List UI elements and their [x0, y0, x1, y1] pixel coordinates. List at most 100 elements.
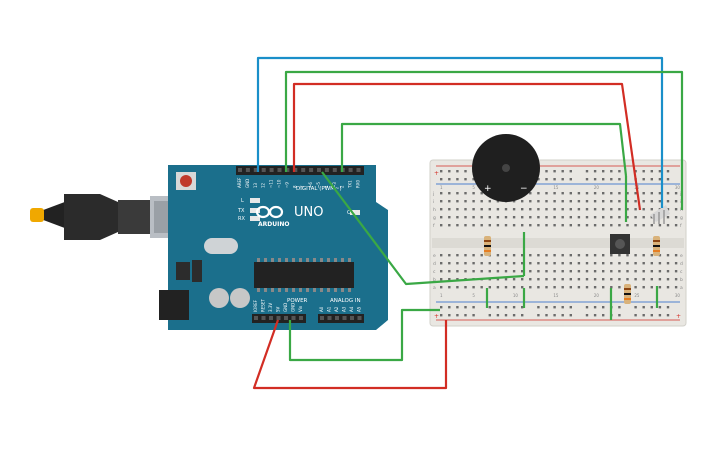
wire-blue[interactable]	[256, 56, 664, 208]
breadboard-hole[interactable]	[610, 208, 613, 211]
breadboard-hole[interactable]	[585, 270, 589, 273]
breadboard-hole[interactable]	[440, 278, 443, 281]
breadboard-hole[interactable]	[504, 270, 508, 273]
breadboard-hole[interactable]	[658, 224, 662, 227]
breadboard-hole[interactable]	[480, 208, 483, 211]
breadboard-hole[interactable]	[496, 224, 500, 227]
breadboard-hole[interactable]	[521, 208, 524, 211]
breadboard-hole[interactable]	[512, 224, 516, 227]
breadboard-hole[interactable]	[464, 286, 467, 289]
breadboard-hole[interactable]	[472, 286, 475, 289]
breadboard-hole[interactable]	[666, 216, 670, 219]
breadboard-hole[interactable]	[480, 286, 483, 289]
breadboard-hole[interactable]	[504, 306, 508, 309]
breadboard-hole[interactable]	[448, 254, 451, 257]
breadboard-hole[interactable]	[674, 270, 678, 273]
breadboard-hole[interactable]	[569, 192, 572, 195]
breadboard-hole[interactable]	[593, 200, 597, 203]
breadboard-hole[interactable]	[440, 192, 443, 195]
breadboard-hole[interactable]	[650, 306, 653, 309]
breadboard-hole[interactable]	[521, 262, 524, 265]
breadboard-hole[interactable]	[440, 314, 443, 317]
breadboard-hole[interactable]	[553, 254, 556, 257]
breadboard-hole[interactable]	[666, 270, 670, 273]
breadboard-hole[interactable]	[650, 314, 653, 317]
breadboard-hole[interactable]	[545, 270, 548, 273]
breadboard-hole[interactable]	[537, 216, 540, 219]
breadboard-hole[interactable]	[488, 270, 491, 273]
breadboard-hole[interactable]	[642, 314, 645, 317]
breadboard-hole[interactable]	[666, 262, 670, 265]
breadboard-hole[interactable]	[545, 200, 548, 203]
header-hole[interactable]	[285, 168, 290, 172]
breadboard-hole[interactable]	[472, 178, 475, 181]
breadboard-hole[interactable]	[569, 170, 572, 173]
breadboard-hole[interactable]	[634, 170, 637, 173]
breadboard-hole[interactable]	[593, 192, 597, 195]
breadboard-hole[interactable]	[658, 254, 662, 257]
breadboard-hole[interactable]	[610, 286, 613, 289]
resistor-1[interactable]	[484, 236, 491, 256]
breadboard-hole[interactable]	[602, 254, 605, 257]
breadboard-hole[interactable]	[545, 216, 548, 219]
breadboard-hole[interactable]	[618, 270, 621, 273]
breadboard-hole[interactable]	[634, 314, 637, 317]
breadboard-hole[interactable]	[618, 286, 621, 289]
breadboard-hole[interactable]	[577, 278, 581, 281]
breadboard-hole[interactable]	[553, 192, 556, 195]
breadboard-hole[interactable]	[634, 208, 637, 211]
breadboard-hole[interactable]	[456, 314, 459, 317]
breadboard-hole[interactable]	[593, 178, 597, 181]
breadboard-hole[interactable]	[666, 224, 670, 227]
breadboard-hole[interactable]	[537, 306, 540, 309]
breadboard-hole[interactable]	[440, 200, 443, 203]
breadboard-hole[interactable]	[610, 278, 613, 281]
breadboard-hole[interactable]	[577, 254, 581, 257]
breadboard-hole[interactable]	[602, 170, 605, 173]
breadboard-hole[interactable]	[512, 216, 516, 219]
breadboard-hole[interactable]	[650, 216, 653, 219]
breadboard-hole[interactable]	[666, 170, 670, 173]
analog-header[interactable]	[318, 314, 364, 323]
breadboard-hole[interactable]	[521, 224, 524, 227]
breadboard-hole[interactable]	[521, 216, 524, 219]
breadboard-hole[interactable]	[674, 286, 678, 289]
breadboard-hole[interactable]	[602, 306, 605, 309]
breadboard-hole[interactable]	[602, 314, 605, 317]
breadboard-hole[interactable]	[472, 192, 475, 195]
wire-green-diag[interactable]	[321, 171, 525, 286]
breadboard-hole[interactable]	[626, 254, 629, 257]
breadboard-hole[interactable]	[585, 178, 589, 181]
breadboard-hole[interactable]	[650, 224, 653, 227]
breadboard-hole[interactable]	[472, 262, 475, 265]
breadboard-hole[interactable]	[456, 286, 459, 289]
breadboard-hole[interactable]	[561, 208, 564, 211]
breadboard-hole[interactable]	[650, 270, 653, 273]
breadboard-hole[interactable]	[561, 200, 564, 203]
breadboard-hole[interactable]	[537, 208, 540, 211]
breadboard-hole[interactable]	[480, 192, 483, 195]
breadboard-hole[interactable]	[545, 254, 548, 257]
breadboard-hole[interactable]	[585, 170, 589, 173]
breadboard-hole[interactable]	[626, 270, 629, 273]
breadboard-hole[interactable]	[448, 170, 451, 173]
breadboard-hole[interactable]	[658, 278, 662, 281]
breadboard-hole[interactable]	[626, 200, 629, 203]
breadboard-hole[interactable]	[456, 208, 459, 211]
breadboard-hole[interactable]	[642, 192, 645, 195]
breadboard-hole[interactable]	[642, 224, 645, 227]
breadboard-hole[interactable]	[504, 216, 508, 219]
breadboard-hole[interactable]	[456, 224, 459, 227]
breadboard-hole[interactable]	[537, 192, 540, 195]
breadboard-hole[interactable]	[674, 208, 678, 211]
breadboard-hole[interactable]	[658, 286, 662, 289]
breadboard-hole[interactable]	[456, 192, 459, 195]
breadboard-hole[interactable]	[488, 208, 491, 211]
breadboard-hole[interactable]	[553, 278, 556, 281]
breadboard-hole[interactable]	[537, 314, 540, 317]
header-hole[interactable]	[253, 168, 258, 172]
breadboard-hole[interactable]	[496, 286, 500, 289]
breadboard-hole[interactable]	[553, 306, 556, 309]
header-hole[interactable]	[299, 316, 303, 320]
